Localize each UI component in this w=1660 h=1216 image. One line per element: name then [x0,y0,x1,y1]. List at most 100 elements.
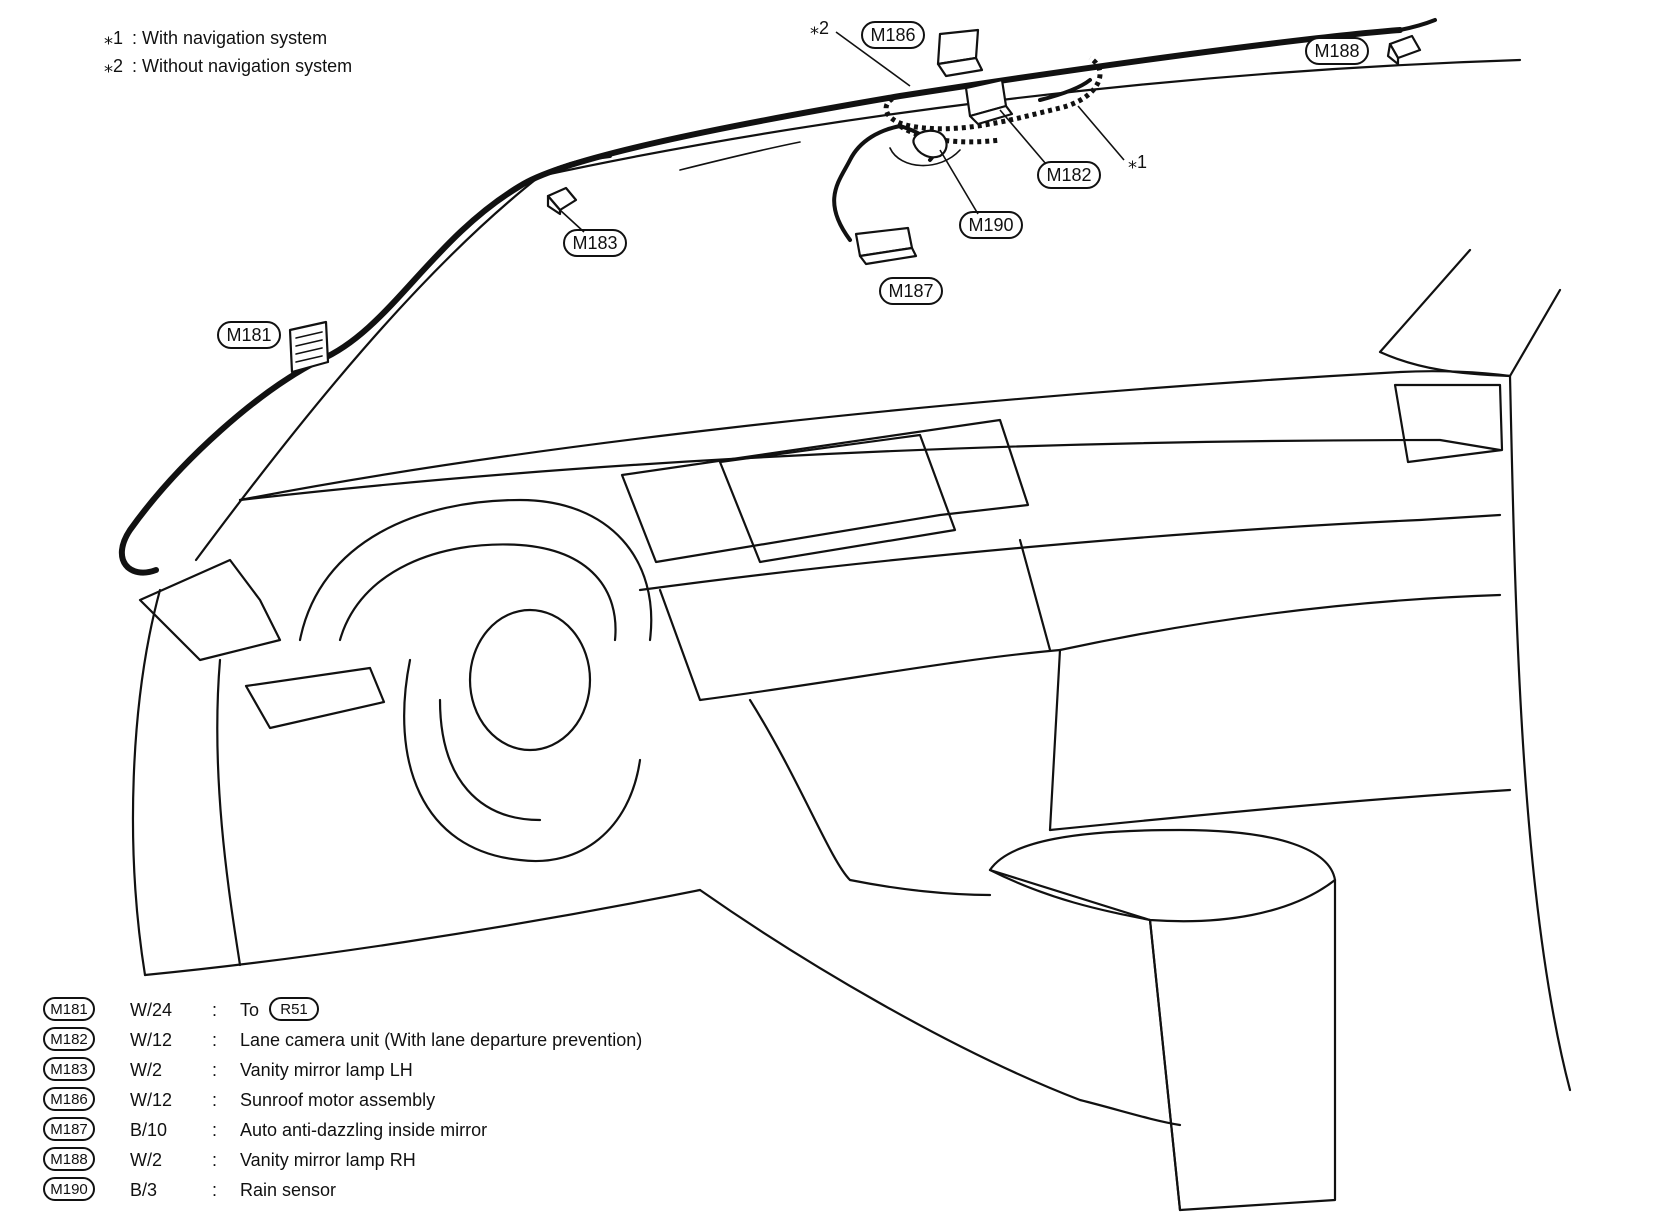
legend: M181 W/24 : To R51 M182 W/12 : Lane came… [43,997,642,1201]
cluster-inner [338,543,617,642]
harness [118,18,1437,576]
console-box [988,828,1337,1212]
harness-m183-branch [518,154,612,188]
callout-m183-label: M183 [572,233,617,253]
legend-code: M181 [50,1001,88,1018]
steering-wheel-spoke [438,698,542,822]
note-mark-1: ⁎1 [104,28,123,48]
legend-wire: W/12 [130,1090,172,1110]
sunvisor-line [679,141,801,171]
note-mark-2: ⁎2 [104,56,123,76]
callout-m188: M188 [1305,37,1369,65]
legend-row: M186 W/12 : Sunroof motor assembly [43,1087,435,1111]
dash-mid [638,513,1502,592]
connector-m181 [288,320,330,374]
legend-colon: : [212,1000,217,1020]
note-text-2: : Without navigation system [132,56,352,76]
legend-code: M188 [50,1151,88,1168]
callout-m187: M187 [879,277,943,305]
legend-desc: Lane camera unit (With lane departure pr… [240,1030,642,1050]
harness-branch-nav [883,55,1103,132]
left-vent [138,558,282,662]
legend-colon: : [212,1150,217,1170]
right-pillar [1378,248,1512,378]
legend-ref: R51 [280,1001,308,1018]
legend-colon: : [212,1090,217,1110]
left-lower-vent [244,666,386,730]
stack-divider [1018,538,1052,652]
center-stack [658,588,1062,832]
legend-colon: : [212,1180,217,1200]
legend-row: M187 B/10 : Auto anti-dazzling inside mi… [43,1117,487,1141]
legend-row: M182 W/12 : Lane camera unit (With lane … [43,1027,642,1051]
vehicle-outline [131,58,1572,1212]
harness-mirror-branch [832,124,902,242]
star-mark-2: ⁎2 [810,18,829,38]
console-edge [1148,918,1182,1212]
glovebox-bottom [1048,788,1512,832]
callout-m182: M182 [999,109,1101,189]
floor-line-left [698,888,1182,1127]
right-pillar-edge [1508,288,1562,378]
legend-row: M181 W/24 : To R51 [43,997,319,1021]
legend-code: M190 [50,1181,88,1198]
legend-wire: W/12 [130,1030,172,1050]
connector-m190 [889,129,961,167]
legend-desc: Sunroof motor assembly [240,1090,435,1110]
lower-dash-edge [143,888,702,977]
left-door-edge [131,588,162,977]
legend-wire: W/2 [130,1060,162,1080]
connector-m187 [854,226,918,266]
cluster-hood [298,498,653,642]
right-vent [1393,383,1504,464]
callout-m186-label: M186 [870,25,915,45]
callout-m182-label: M182 [1046,165,1091,185]
legend-wire: B/3 [130,1180,157,1200]
legend-row: M190 B/3 : Rain sensor [43,1177,336,1201]
legend-row: M188 W/2 : Vanity mirror lamp RH [43,1147,416,1171]
callout-m187-label: M187 [888,281,933,301]
legend-code: M182 [50,1031,88,1048]
note-text-1: : With navigation system [132,28,327,48]
callout-m190-label: M190 [968,215,1013,235]
callout-m190: M190 [939,149,1023,239]
legend-code: M183 [50,1061,88,1078]
harness-m182-branch [1038,78,1092,102]
glovebox-top [1058,593,1502,652]
display-hood [620,418,1030,564]
legend-desc: Vanity mirror lamp RH [240,1150,416,1170]
dash-top [238,438,1502,502]
legend-code: M186 [50,1091,88,1108]
callouts: M186 M188 M182 M183 M190 M187 M181 [217,21,1369,349]
center-display [718,433,957,564]
connector-m182 [964,78,1014,126]
legend-wire: B/10 [130,1120,167,1140]
knee-panel [216,658,242,967]
legend-desc: Rain sensor [240,1180,336,1200]
legend-wire: W/2 [130,1150,162,1170]
callout-m183: M183 [559,209,627,257]
connector-m188 [1386,34,1422,66]
connector-m183 [546,186,578,216]
right-door-edge [1508,374,1572,1092]
callout-m186: M186 [861,21,925,49]
steering-wheel-rim [403,658,642,863]
legend-row: M183 W/2 : Vanity mirror lamp LH [43,1057,413,1081]
legend-colon: : [212,1060,217,1080]
legend-desc: Vanity mirror lamp LH [240,1060,413,1080]
legend-colon: : [212,1030,217,1050]
callout-m181: M181 [217,321,281,349]
console-lid [988,868,1337,923]
harness-header [317,27,1403,363]
harness-end [1398,18,1437,32]
connector-m186 [936,28,984,78]
star-mark-1: ⁎1 [1128,152,1147,172]
connectors [288,28,1422,374]
legend-wire: W/24 [130,1000,172,1020]
windshield-base [238,370,1512,502]
harness-a-pillar [118,357,323,576]
legend-colon: : [212,1120,217,1140]
steering-hub [468,608,592,752]
